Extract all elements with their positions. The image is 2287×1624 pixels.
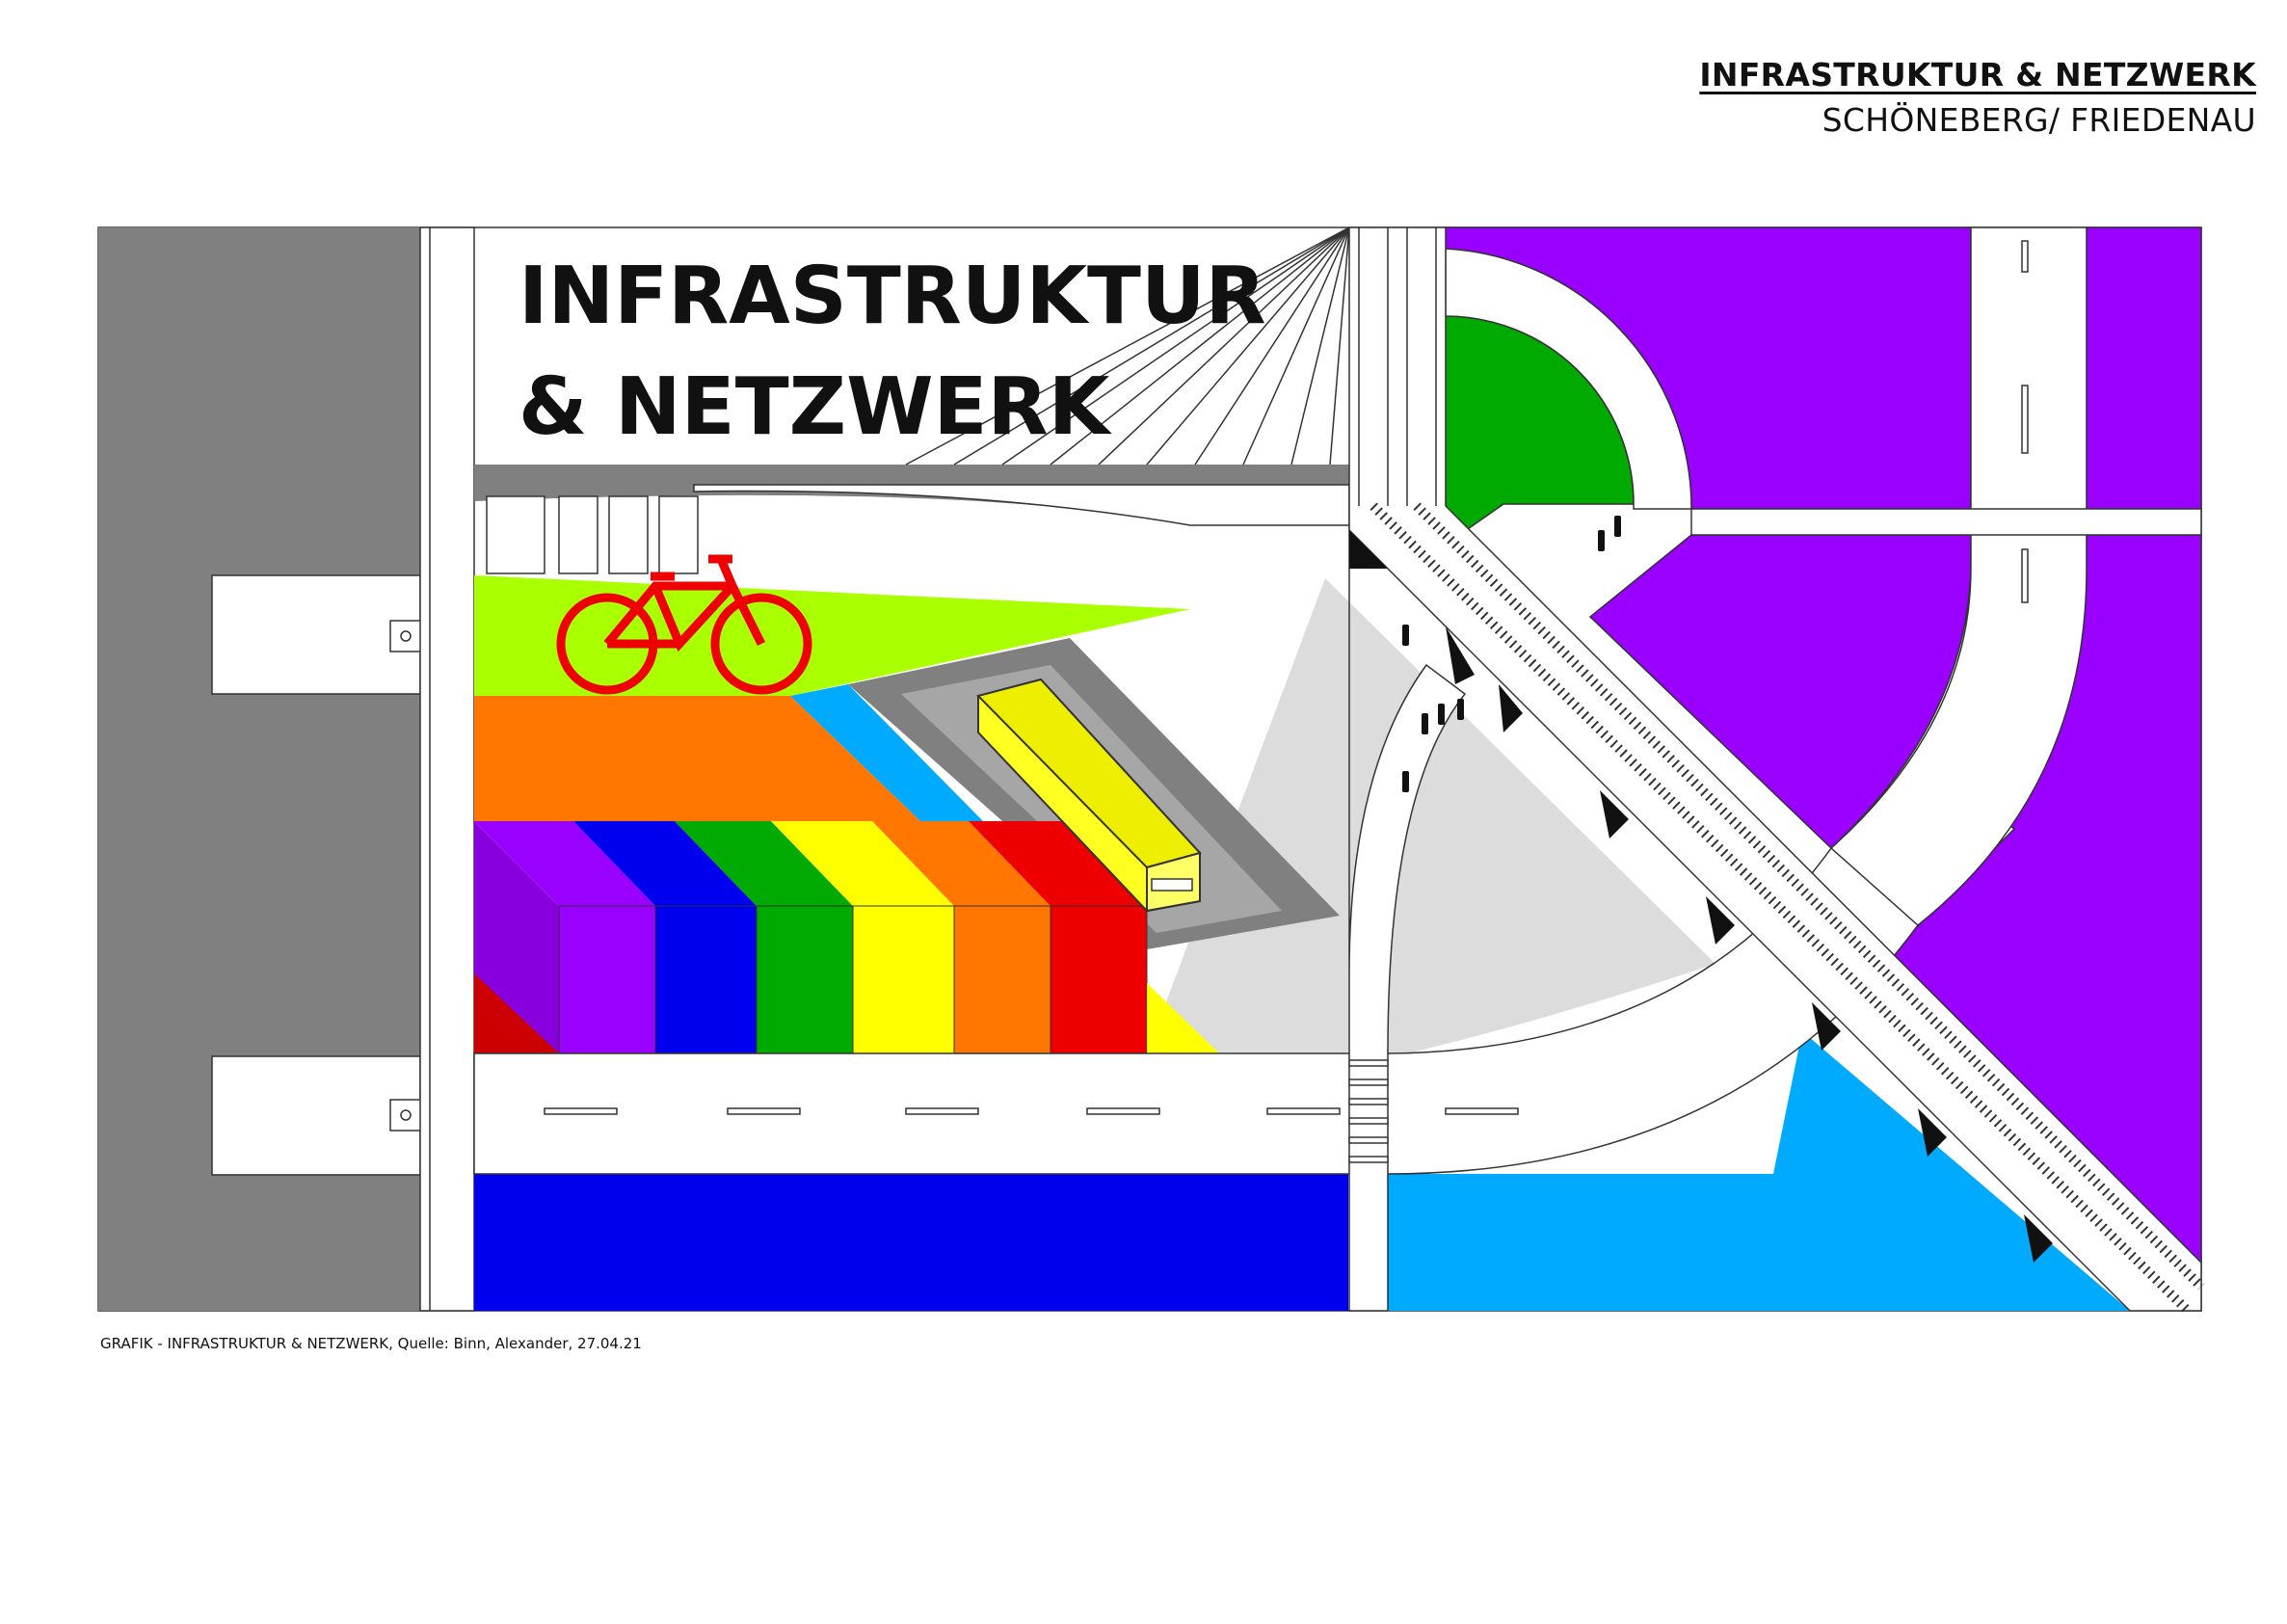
headline-line2: & NETZWERK	[519, 361, 1113, 453]
viaduct-piers	[1349, 530, 2053, 1263]
gray-plaza	[1147, 578, 1715, 1053]
cable-stays	[905, 226, 1350, 466]
block-top-orange	[872, 821, 1050, 906]
railway-tracks-vertical	[1358, 227, 1437, 506]
block-front-red	[1050, 905, 1148, 1054]
light-blue-area	[1388, 1031, 2130, 1311]
walk-strip	[419, 226, 475, 1312]
block-side-red	[474, 973, 559, 1053]
bollard-bottom	[389, 1099, 422, 1131]
block-top-yellow	[771, 821, 954, 906]
block-front-orange	[953, 905, 1051, 1054]
bridge-piers	[486, 495, 699, 574]
bus-icon	[976, 678, 1202, 913]
bicycle-icon	[556, 554, 812, 695]
railway-tracks	[1370, 502, 2205, 1315]
block-top-red	[969, 821, 1147, 906]
block-front-yellow	[852, 905, 955, 1054]
block-top-green	[675, 821, 853, 906]
pedestrian-icon	[1402, 516, 1621, 792]
block-yellow-wedge	[1147, 983, 1219, 1053]
ramp-orange	[474, 696, 920, 821]
crosswalk	[1348, 1059, 1389, 1163]
block-front-green	[756, 905, 854, 1054]
headline-line1: INFRASTRUKTUR	[519, 251, 1266, 342]
bike-lane	[474, 575, 1190, 696]
bridge-road-top	[693, 484, 1350, 526]
jetty-bottom	[211, 1055, 421, 1176]
purple-area-top-right	[2086, 226, 2202, 510]
ramp-blue	[790, 684, 983, 821]
block-front-purple	[558, 905, 656, 1054]
bollard-top-dot	[400, 630, 412, 642]
page-header: INFRASTRUKTUR & NETZWERK SCHÖNEBERG/ FRI…	[1699, 56, 2256, 139]
figure-caption: GRAFIK - INFRASTRUKTUR & NETZWERK, Quell…	[100, 1335, 642, 1352]
page-subtitle: SCHÖNEBERG/ FRIEDENAU	[1822, 101, 2256, 139]
page-title: INFRASTRUKTUR & NETZWERK	[1699, 56, 2256, 93]
bollard-top	[389, 620, 422, 652]
blue-area	[474, 1174, 1348, 1311]
road-dashes	[544, 240, 2029, 1115]
jetty-top	[211, 574, 421, 695]
block-top-purple	[474, 821, 655, 906]
block-top-blue	[573, 821, 757, 906]
vertical-road	[1348, 525, 1467, 1312]
block-front-blue	[654, 905, 758, 1054]
cross-road	[1690, 508, 2202, 536]
bollard-bottom-dot	[400, 1109, 412, 1121]
